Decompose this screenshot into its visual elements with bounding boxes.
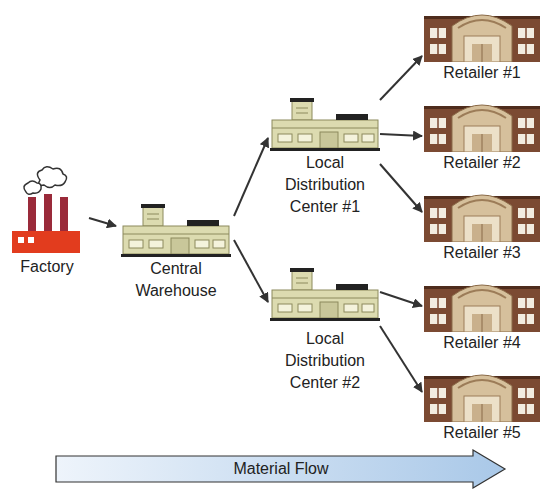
flow-connector [380, 326, 422, 392]
facility-node: Retailer #2 [424, 96, 540, 174]
facility-node: Retailer #4 [424, 276, 540, 354]
flow-connector [234, 240, 268, 302]
store-icon [424, 105, 540, 152]
flow-connector [89, 218, 116, 226]
flow-connector [380, 292, 422, 306]
store-icon [424, 15, 540, 62]
flow-connector [234, 138, 268, 216]
node-label: Retailer #2 [424, 152, 540, 174]
node-label: Retailer #1 [424, 62, 540, 84]
node-label: Retailer #3 [424, 242, 540, 264]
facility-node: Retailer #1 [424, 6, 540, 84]
node-label: Factory [5, 256, 89, 278]
node-label: Local Distribution Center #2 [270, 328, 380, 394]
flow-connector [380, 134, 422, 136]
warehouse-icon [270, 268, 380, 321]
facility-node: Central Warehouse [118, 200, 234, 302]
flow-connector [380, 56, 422, 100]
facility-node: Local Distribution Center #2 [270, 264, 380, 394]
warehouse-icon [121, 204, 231, 257]
flow-label: Material Flow [233, 458, 328, 480]
node-label: Local Distribution Center #1 [270, 152, 380, 218]
flow-connector [380, 164, 422, 212]
node-label: Retailer #5 [424, 422, 540, 444]
factory-icon [12, 167, 80, 253]
store-icon [424, 285, 540, 332]
node-label: Retailer #4 [424, 332, 540, 354]
flow-arrow: Material Flow [55, 449, 507, 489]
store-icon [424, 375, 540, 422]
node-label: Central Warehouse [118, 258, 234, 302]
store-icon [424, 195, 540, 242]
warehouse-icon [270, 98, 380, 151]
facility-node: Local Distribution Center #1 [270, 94, 380, 218]
facility-node: Factory [5, 166, 89, 278]
facility-node: Retailer #3 [424, 186, 540, 264]
facility-node: Retailer #5 [424, 366, 540, 444]
